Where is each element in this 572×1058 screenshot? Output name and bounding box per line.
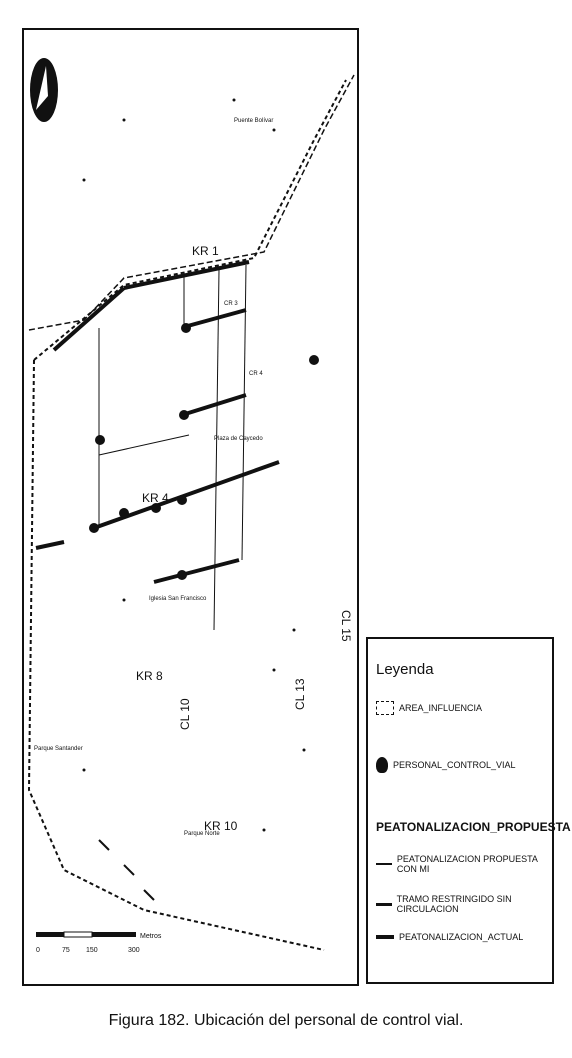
legend-item-label: PEATONALIZACION_ACTUAL	[399, 932, 524, 942]
influence-area-boundary	[27, 79, 347, 951]
place-label-plaza: Plaza de Caycedo	[214, 436, 263, 442]
street-label-cl10: CL 10	[178, 698, 192, 730]
legend-item-personal: PERSONAL_CONTROL_VIAL	[376, 757, 516, 773]
figure-caption: Figura 182. Ubicación del personal de co…	[108, 1012, 464, 1029]
legend-title: Leyenda	[376, 661, 434, 678]
place-label-parque-norte: Parque Norte	[184, 831, 220, 837]
street-label-kr8: KR 8	[136, 669, 163, 683]
map-frame: KR 1 KR 4 KR 8 KR 10 CL 13 CL 15 CL 10 C…	[22, 28, 359, 986]
legend-section-title: PEATONALIZACION_PROPUESTA	[376, 820, 571, 834]
street-grid	[98, 264, 247, 631]
line-icon	[376, 902, 392, 906]
street-label-cl13: CL 13	[293, 678, 307, 710]
marker-icon	[376, 757, 388, 773]
legend-panel: Leyenda AREA_INFLUENCIA PERSONAL_CONTROL…	[366, 637, 571, 984]
street-label-kr10: KR 10	[204, 819, 238, 833]
north-arrow-icon	[30, 58, 58, 122]
scale-tick-75: 75	[62, 947, 70, 954]
dashed-box-icon	[376, 701, 394, 715]
legend-item-0: PEATONALIZACION PROPUESTA CON MI	[376, 854, 552, 874]
river-line	[28, 74, 355, 331]
line-icon	[376, 935, 394, 939]
street-label-cr4: CR 4	[249, 371, 263, 377]
hatch-marks	[98, 839, 155, 901]
legend-item-area: AREA_INFLUENCIA	[376, 701, 482, 715]
legend-item-label: TRAMO RESTRINGIDO SIN CIRCULACION	[396, 894, 512, 914]
street-label-kr1: KR 1	[192, 244, 219, 258]
place-label-puente: Puente Bolívar	[234, 118, 273, 124]
map-canvas: KR 1 KR 4 KR 8 KR 10 CL 13 CL 15 CL 10 C…	[27, 58, 355, 954]
scale-tick-0: 0	[36, 947, 40, 954]
legend-area-label: AREA_INFLUENCIA	[399, 703, 483, 713]
street-label-cl15: CL 15	[339, 610, 353, 642]
street-label-cr3: CR 3	[224, 301, 238, 307]
scale-tick-150: 150	[86, 947, 98, 954]
legend-personal-label: PERSONAL_CONTROL_VIAL	[393, 760, 516, 770]
legend-item-1: TRAMO RESTRINGIDO SIN CIRCULACION	[376, 894, 552, 914]
place-label-iglesia: Iglesia San Francisco	[149, 596, 207, 602]
legend-item-label: PEATONALIZACION PROPUESTA CON MI	[396, 854, 538, 874]
scale-unit: Metros	[140, 933, 162, 940]
map-dots	[82, 98, 306, 832]
legend-item-2: PEATONALIZACION_ACTUAL	[376, 932, 523, 942]
line-icon	[376, 863, 392, 865]
personal-markers	[89, 323, 319, 580]
scale-tick-300: 300	[128, 947, 140, 954]
place-label-parque-santander: Parque Santander	[34, 746, 83, 752]
scale-bar: 0 75 150 300 Metros	[36, 931, 162, 954]
street-label-kr4: KR 4	[142, 491, 169, 505]
